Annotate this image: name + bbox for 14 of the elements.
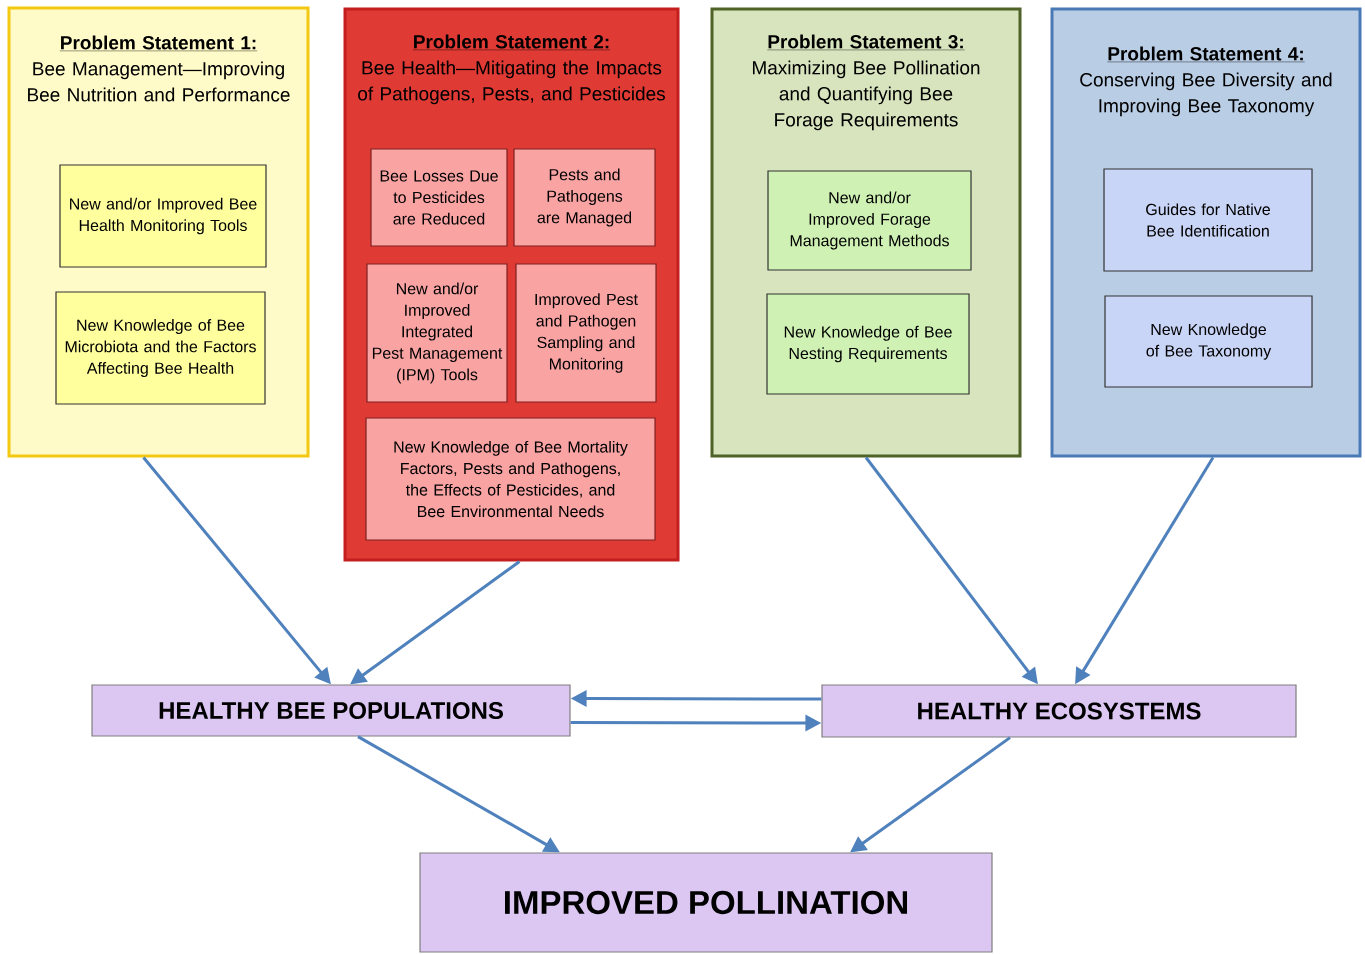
outcome-box: New and/or Improved Bee Health Monitoring Tools xyxy=(59,164,267,268)
goal-box: IMPROVED POLLINATION xyxy=(419,852,993,953)
outcome-box: New Knowledge of Bee Nesting Requirements xyxy=(766,293,970,395)
outcome-box: Guides for Native Bee Identification xyxy=(1103,168,1313,272)
outcome-box: New Knowledge of Bee Mortality Factors, Pests and Pathogens, the Effects of Pesticides, and Bee Environmental Needs xyxy=(365,417,656,541)
outcome-box: Improved Pest and Pathogen Sampling and Monitoring xyxy=(515,263,657,403)
outcome-box: New Knowledge of Bee Microbiota and the Factors Affecting Bee Health xyxy=(55,291,266,405)
outcome-box: New Knowledge of Bee Taxonomy xyxy=(1104,295,1313,388)
outcome-box: Bee Losses Due to Pesticides are Reduced xyxy=(370,148,508,247)
goal-box: HEALTHY BEE POPULATIONS xyxy=(91,684,571,737)
outcome-box: Pests and Pathogens are Managed xyxy=(513,148,656,247)
goal-box: HEALTHY ECOSYSTEMS xyxy=(821,684,1297,738)
outcome-box: New and/or Improved Integrated Pest Management (IPM) Tools xyxy=(366,263,508,403)
outcome-box: New and/or Improved Forage Management Methods xyxy=(767,170,972,271)
